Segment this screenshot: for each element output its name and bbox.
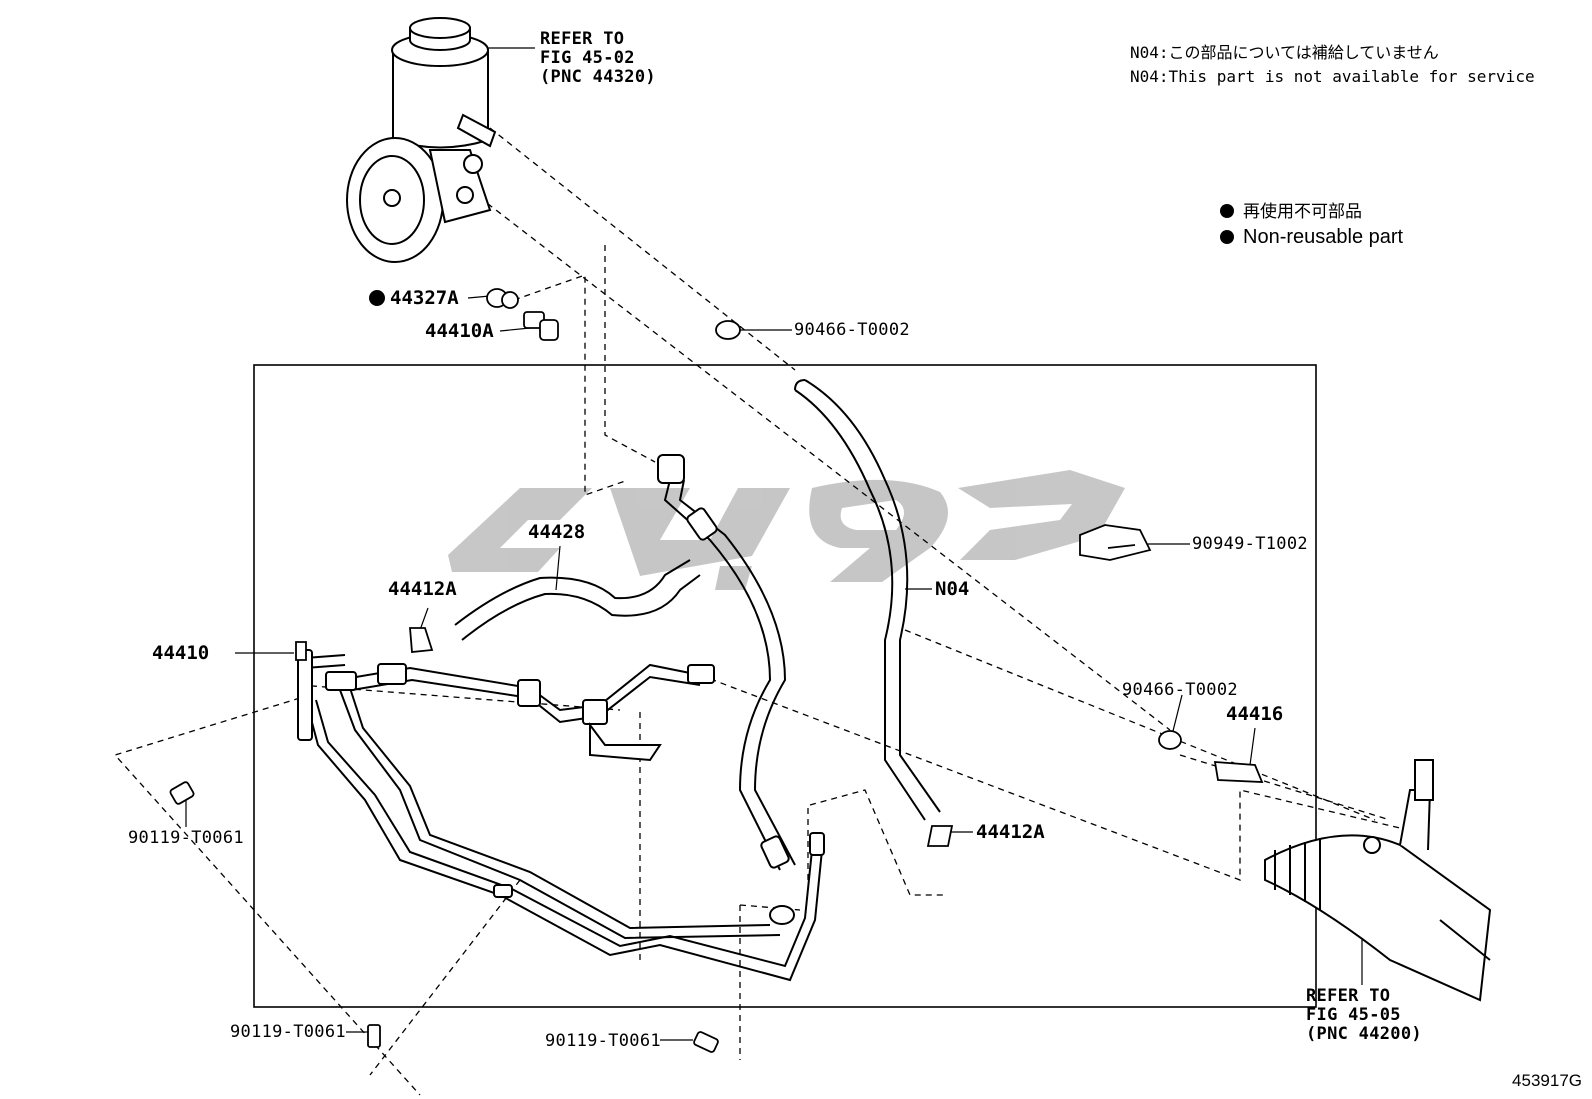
callout-44412A-left[interactable]: 44412A [388,578,457,600]
callout-90119-bottom-left[interactable]: 90119-T0061 [230,1022,346,1042]
steering-gear [1264,759,1492,1002]
power-steering-pump [346,17,497,263]
small-parts [169,288,1264,1053]
callout-44428[interactable]: 44428 [528,521,586,543]
legend-jp-text: 再使用不可部品 [1243,202,1362,221]
return-hose-n04 [794,379,941,821]
callout-90119-bottom-center[interactable]: 90119-T0061 [545,1031,661,1051]
callout-44410A[interactable]: 44410A [425,320,494,342]
note-en: N04:This part is not available for servi… [1130,67,1535,86]
tube-fittings [297,649,825,925]
legend-dot-icon [1220,230,1234,244]
pressure-hose [663,479,796,871]
callout-90466-top[interactable]: 90466-T0002 [794,320,910,340]
callout-44410[interactable]: 44410 [152,642,210,664]
assembly-box [253,364,1317,1008]
callout-90466-right[interactable]: 90466-T0002 [1122,680,1238,700]
ref-gear-block: REFER TO FIG 45-05 (PNC 44200) [1306,987,1422,1044]
ref-pump-block: REFER TO FIG 45-02 (PNC 44320) [540,30,656,87]
ref-pump-line3: (PNC 44320) [540,67,656,87]
pressure-hose-fittings [657,454,790,869]
ref-gear-line2: FIG 45-05 [1306,1005,1401,1025]
hose-44428 [454,559,701,641]
legend-en: Non-reusable part [1220,224,1403,250]
ref-gear-line1: REFER TO [1306,986,1391,1006]
callout-N04[interactable]: N04 [935,578,970,600]
ref-pump-line2: FIG 45-02 [540,48,635,68]
ref-pump-line1: REFER TO [540,29,625,49]
callout-90949[interactable]: 90949-T1002 [1192,534,1308,554]
callout-44412A-right[interactable]: 44412A [976,821,1045,843]
ref-gear-line3: (PNC 44200) [1306,1024,1422,1044]
callout-44327A[interactable]: 44327A [390,287,459,309]
dashed-leaders [113,127,1401,1096]
legend-en-text: Non-reusable part [1243,226,1404,248]
non-reusable-marker [369,290,385,306]
legend-jp: 再使用不可部品 [1220,198,1362,225]
legend-dot-icon [1220,204,1234,218]
tube-assembly [304,654,823,982]
callout-44416[interactable]: 44416 [1226,703,1284,725]
callout-90119-left[interactable]: 90119-T0061 [128,828,244,848]
diagram-id: 453917G [1512,1071,1582,1090]
note-jp: N04:この部品については補給していません [1130,43,1439,62]
